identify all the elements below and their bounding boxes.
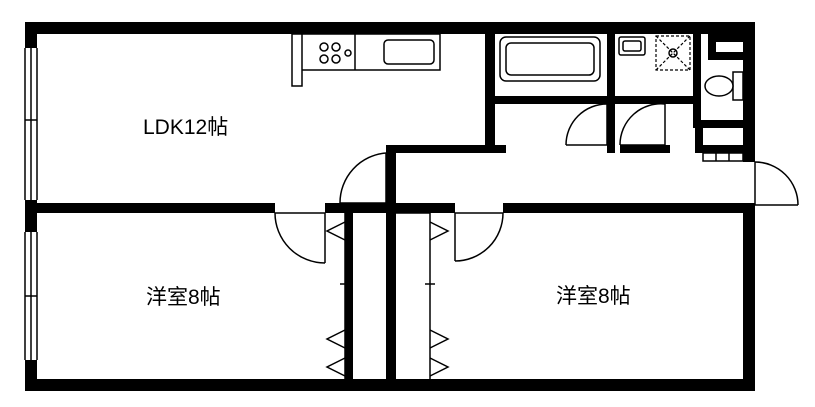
- washbasin: [618, 36, 646, 56]
- door-ldk-corridor: [339, 152, 387, 204]
- door-entrance: [754, 161, 799, 206]
- interior-walls: [25, 22, 755, 391]
- door-right-room: [454, 212, 504, 262]
- bathtub: [499, 36, 601, 82]
- shoe-box: [702, 152, 744, 162]
- window-left-upper: [24, 48, 38, 200]
- washer-space: [655, 35, 691, 71]
- door-bath: [565, 103, 608, 146]
- door-left-room: [274, 212, 326, 264]
- closet-right-room: [396, 212, 450, 379]
- window-left-lower: [24, 232, 38, 360]
- room-label-western-left: 洋室8帖: [146, 286, 221, 309]
- room-label-western-right: 洋室8帖: [556, 285, 631, 308]
- room-label-ldk: LDK12帖: [143, 116, 229, 139]
- door-washroom: [619, 103, 666, 146]
- toilet: [704, 71, 744, 101]
- closet-left-room: [325, 213, 350, 379]
- kitchen-counter: [291, 33, 441, 87]
